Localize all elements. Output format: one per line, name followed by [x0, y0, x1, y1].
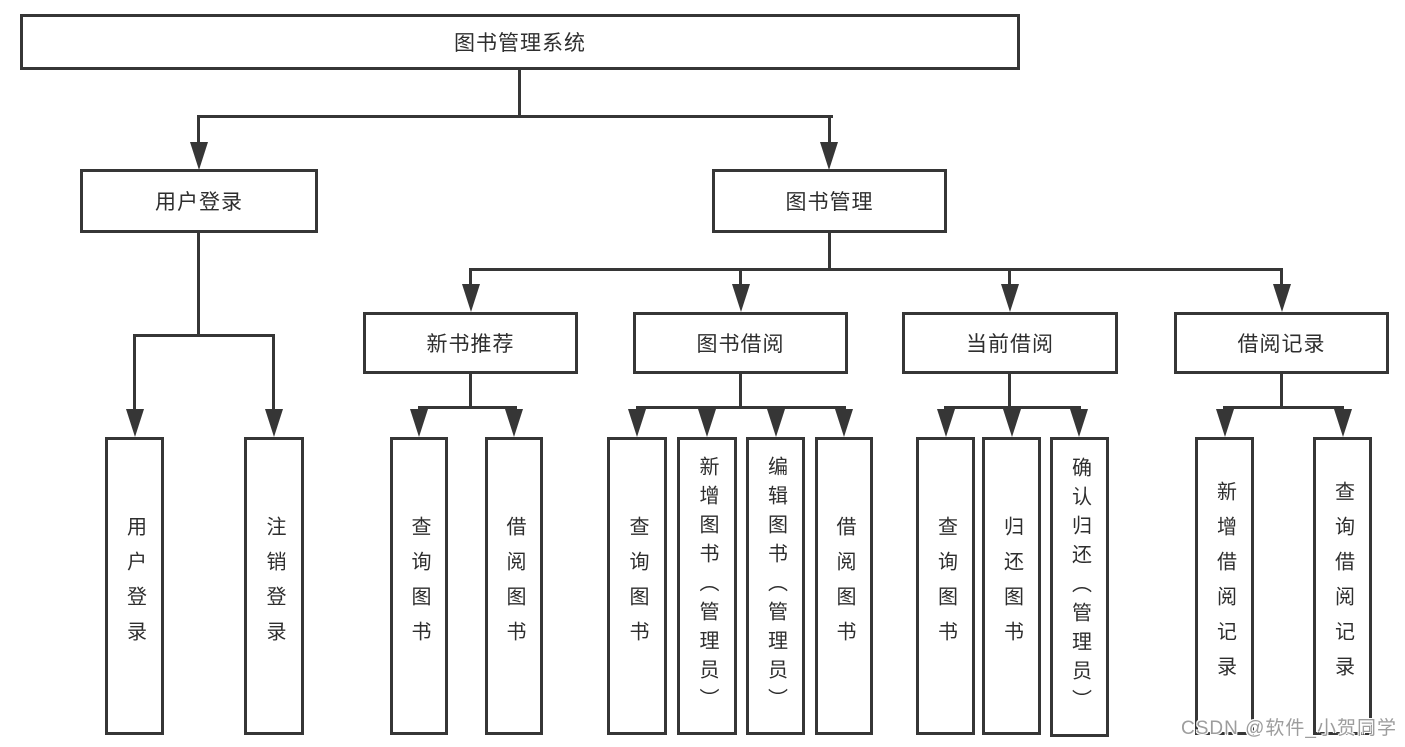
leaf-recommend-query-books-label: 查询图书 — [408, 516, 430, 656]
connector-line — [133, 334, 275, 337]
leaf-records-add-record: 新增借阅记录 — [1195, 437, 1254, 735]
node-root-label: 图书管理系统 — [454, 32, 586, 55]
connector-line — [469, 268, 472, 285]
leaf-current-confirm-return-admin-label: 确认归还（管理员） — [1068, 456, 1091, 718]
connector-line — [418, 406, 517, 409]
arrowhead-icon — [767, 409, 785, 437]
arrowhead-icon — [732, 284, 750, 312]
connector-line — [518, 70, 521, 117]
connector-line — [828, 115, 831, 145]
leaf-user-login-label: 用户登录 — [123, 516, 146, 656]
node-user-login-label: 用户登录 — [155, 191, 243, 214]
arrowhead-icon — [937, 409, 955, 437]
connector-line — [944, 406, 1081, 409]
leaf-borrow-edit-books-admin-label: 编辑图书（管理员） — [764, 455, 787, 717]
leaf-current-query-books-label: 查询图书 — [934, 516, 957, 656]
connector-line — [197, 233, 200, 336]
leaf-recommend-borrow-books-label: 借阅图书 — [503, 516, 525, 656]
node-book-borrow-label: 图书借阅 — [696, 333, 785, 356]
leaf-records-query-record-label: 查询借阅记录 — [1331, 481, 1354, 691]
connector-line — [1008, 268, 1011, 285]
connector-line — [1280, 374, 1283, 408]
arrowhead-icon — [1001, 284, 1019, 312]
csdn-watermark: CSDN @软件_小贺同学 — [1181, 718, 1397, 739]
arrowhead-icon — [628, 409, 646, 437]
node-root: 图书管理系统 — [20, 14, 1020, 70]
arrowhead-icon — [820, 142, 838, 170]
node-new-book-recommend-label: 新书推荐 — [426, 333, 515, 356]
node-borrow-records: 借阅记录 — [1174, 312, 1389, 374]
arrowhead-icon — [698, 409, 716, 437]
leaf-user-login: 用户登录 — [105, 437, 164, 735]
connector-line — [469, 268, 1283, 271]
leaf-recommend-query-books: 查询图书 — [390, 437, 448, 735]
arrowhead-icon — [1070, 409, 1088, 437]
connector-line — [739, 268, 742, 285]
connector-line — [1223, 406, 1344, 409]
arrowhead-icon — [1216, 409, 1234, 437]
connector-line — [133, 334, 136, 411]
connector-line — [197, 115, 833, 118]
arrowhead-icon — [265, 409, 283, 437]
arrowhead-icon — [1334, 409, 1352, 437]
connector-line — [636, 406, 846, 409]
arrowhead-icon — [126, 409, 144, 437]
leaf-borrow-borrow-books: 借阅图书 — [815, 437, 873, 735]
leaf-recommend-borrow-books: 借阅图书 — [485, 437, 543, 735]
arrowhead-icon — [190, 142, 208, 170]
arrowhead-icon — [410, 409, 428, 437]
node-book-borrow: 图书借阅 — [633, 312, 848, 374]
arrowhead-icon — [1003, 409, 1021, 437]
connector-line — [1008, 374, 1011, 408]
connector-line — [828, 233, 831, 270]
leaf-borrow-add-books-admin: 新增图书（管理员） — [677, 437, 737, 735]
node-borrow-records-label: 借阅记录 — [1237, 333, 1326, 356]
arrowhead-icon — [1273, 284, 1291, 312]
leaf-logout-label: 注销登录 — [263, 516, 285, 656]
leaf-borrow-query-books: 查询图书 — [607, 437, 667, 735]
connector-line — [1280, 268, 1283, 285]
node-current-borrow: 当前借阅 — [902, 312, 1118, 374]
connector-line — [739, 374, 742, 408]
leaf-current-return-books: 归还图书 — [982, 437, 1041, 735]
node-current-borrow-label: 当前借阅 — [966, 333, 1054, 356]
leaf-current-return-books-label: 归还图书 — [1000, 516, 1023, 656]
leaf-borrow-borrow-books-label: 借阅图书 — [833, 516, 855, 656]
connector-line — [272, 334, 275, 411]
node-new-book-recommend: 新书推荐 — [363, 312, 578, 374]
node-book-management: 图书管理 — [712, 169, 947, 233]
arrowhead-icon — [462, 284, 480, 312]
leaf-logout: 注销登录 — [244, 437, 304, 735]
leaf-borrow-add-books-admin-label: 新增图书（管理员） — [696, 455, 718, 717]
arrowhead-icon — [835, 409, 853, 437]
node-user-login: 用户登录 — [80, 169, 318, 233]
leaf-records-query-record: 查询借阅记录 — [1313, 437, 1372, 735]
leaf-current-confirm-return-admin: 确认归还（管理员） — [1050, 437, 1109, 737]
node-book-management-label: 图书管理 — [785, 191, 874, 214]
connector-line — [469, 374, 472, 408]
leaf-records-add-record-label: 新增借阅记录 — [1213, 481, 1236, 691]
leaf-current-query-books: 查询图书 — [916, 437, 975, 735]
connector-line — [197, 115, 200, 145]
leaf-borrow-query-books-label: 查询图书 — [626, 516, 648, 656]
leaf-borrow-edit-books-admin: 编辑图书（管理员） — [746, 437, 805, 735]
arrowhead-icon — [505, 409, 523, 437]
